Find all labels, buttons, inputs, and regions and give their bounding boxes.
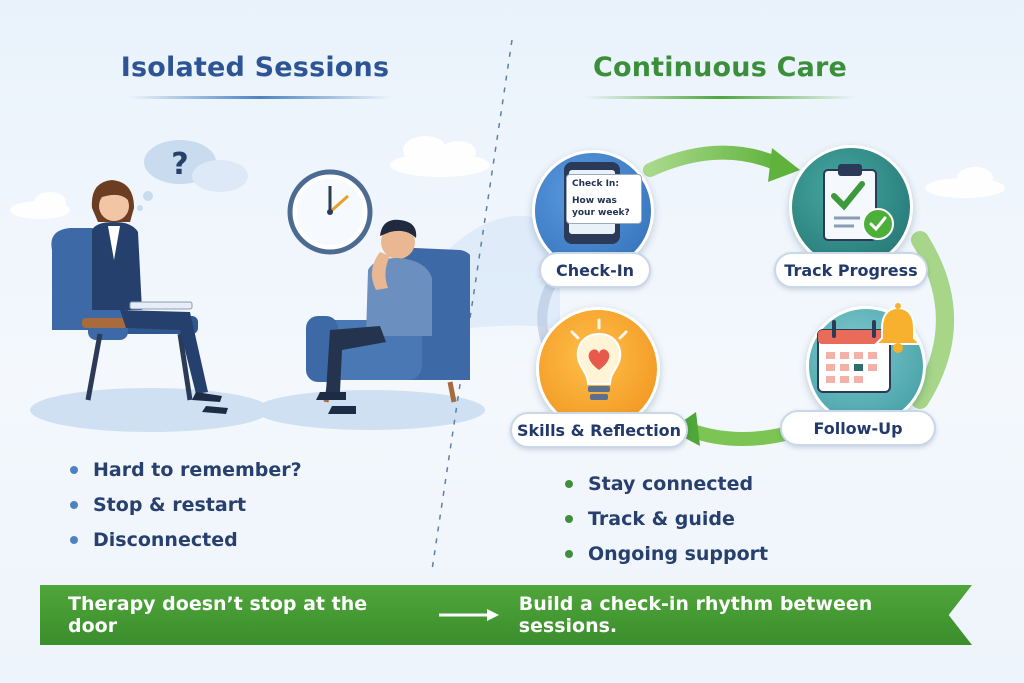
therapist-figure xyxy=(91,180,228,414)
clipboard-check-icon xyxy=(823,164,894,241)
list-item: Ongoing support xyxy=(565,536,768,571)
card-line-1: Check In: xyxy=(572,179,619,189)
left-title-underline xyxy=(130,96,390,99)
left-bullet-list: Hard to remember? Stop & restart Disconn… xyxy=(70,452,302,557)
list-item: Disconnected xyxy=(70,522,302,557)
calendar-bell-icon xyxy=(817,303,922,393)
lightbulb-heart-icon xyxy=(570,318,628,400)
card-line-3: your week? xyxy=(572,207,630,218)
bullet-dot xyxy=(70,535,78,544)
right-panel-title: Continuous Care xyxy=(592,52,848,83)
check-in-card: Check In: How was your week? xyxy=(566,174,642,224)
thought-bubble xyxy=(137,140,248,211)
therapy-session-illustration: ? xyxy=(51,140,470,414)
banner-left-text: Therapy doesn’t stop at the door xyxy=(68,593,368,637)
left-panel-title: Isolated Sessions xyxy=(120,52,390,83)
bullet-dot xyxy=(565,479,573,488)
right-bullet-list: Stay connected Track & guide Ongoing sup… xyxy=(565,466,768,571)
list-item: Stop & restart xyxy=(70,487,302,522)
bullet-text: Stay connected xyxy=(588,472,754,495)
arrow-right-icon xyxy=(437,607,501,623)
clock-icon xyxy=(287,169,373,255)
bottom-banner: Therapy doesn’t stop at the door Build a… xyxy=(40,585,972,645)
banner-right-text: Build a check-in rhythm between sessions… xyxy=(518,593,873,637)
bullet-text: Hard to remember? xyxy=(93,458,302,481)
bullet-text: Track & guide xyxy=(588,507,735,530)
bullet-text: Disconnected xyxy=(93,528,238,551)
bullet-text: Ongoing support xyxy=(588,542,769,565)
right-title-underline xyxy=(585,96,855,99)
list-item: Hard to remember? xyxy=(70,452,302,487)
skills-reflection-label: Skills & Reflection xyxy=(510,412,688,448)
bullet-text: Stop & restart xyxy=(93,493,247,516)
track-progress-label: Track Progress xyxy=(774,252,928,288)
list-item: Track & guide xyxy=(565,501,768,536)
follow-up-label: Follow-Up xyxy=(780,410,936,446)
bullet-dot xyxy=(70,465,78,474)
question-mark: ? xyxy=(171,147,188,182)
check-in-label: Check-In xyxy=(539,252,651,288)
bullet-dot xyxy=(565,514,573,523)
bullet-dot xyxy=(565,549,573,558)
client-figure xyxy=(316,219,432,414)
bullet-dot xyxy=(70,500,78,509)
card-line-2: How was xyxy=(572,196,617,207)
list-item: Stay connected xyxy=(565,466,768,501)
